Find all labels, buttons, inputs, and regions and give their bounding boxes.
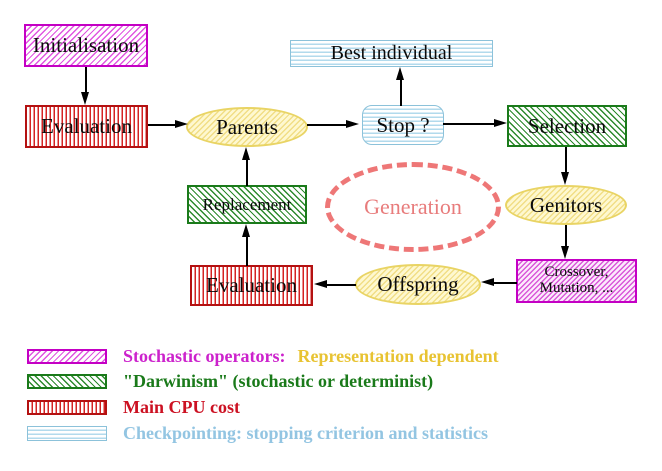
legend-swatch-cyan-stripes [27,425,107,441]
node-parents: Parents [186,107,308,147]
node-generation-label: Generation [364,194,462,219]
legend-swatch-green-hatch [27,373,107,389]
node-evaluation-top: Evaluation [25,105,148,148]
legend-label-checkpointing: Checkpointing: stopping criterion and st… [123,422,489,443]
node-replacement: Replacement [187,185,307,224]
node-evaluation-bottom: Evaluation [190,265,313,306]
legend-swatch-red-stripes [27,399,107,415]
legend-label-representation-dependent: Representation dependent [297,345,499,366]
node-initialisation: Initialisation [24,24,148,67]
node-crossover-line2: Mutation, ... [539,280,614,296]
node-evaluation-top-label: Evaluation [41,114,132,139]
legend-row-cpu-cost: Main CPU cost [27,397,240,417]
node-offspring: Offspring [355,264,481,305]
node-selection: Selection [507,105,627,147]
node-stop-label: Stop ? [376,112,430,137]
legend-row-darwinism: "Darwinism" (stochastic or determinist) [27,371,433,391]
node-initialisation-label: Initialisation [32,33,140,58]
legend-label-stochastic-operators: Stochastic operators: [123,345,286,366]
node-best-individual: Best individual [290,40,493,67]
node-offspring-label: Offspring [377,272,459,297]
node-crossover-mutation: Crossover, Mutation, ... [516,259,637,303]
node-evaluation-bottom-label: Evaluation [206,273,297,298]
node-genitors: Genitors [505,185,627,225]
legend-label-main-cpu-cost: Main CPU cost [123,396,240,417]
node-genitors-label: Genitors [529,192,603,217]
legend-label-darwinism: "Darwinism" (stochastic or determinist) [123,370,434,391]
node-selection-label: Selection [527,113,607,138]
legend-swatch-magenta-hatch [27,348,107,364]
node-stop: Stop ? [362,105,444,145]
node-generation: Generation [325,162,501,252]
node-replacement-label: Replacement [202,194,292,214]
node-best-individual-label: Best individual [330,42,453,64]
node-parents-label: Parents [216,114,278,139]
node-crossover-line1: Crossover, [544,264,609,281]
legend-row-checkpointing: Checkpointing: stopping criterion and st… [27,423,488,443]
legend-row-stochastic: Stochastic operators: Representation dep… [27,346,499,366]
